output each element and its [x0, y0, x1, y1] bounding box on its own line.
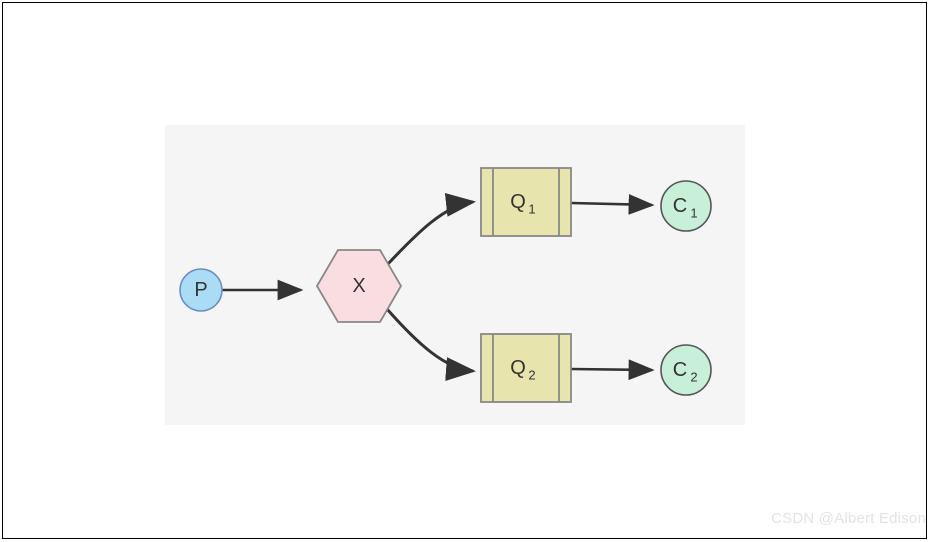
- flowchart-svg: P X Q 1: [179, 167, 712, 403]
- node-queue-1[interactable]: Q 1: [480, 167, 572, 237]
- csdn-watermark: CSDN @Albert Edison: [771, 510, 926, 527]
- exchange-label: X: [352, 275, 365, 297]
- edge-exchange-to-queue-1: [385, 192, 476, 267]
- consumer-2-circle: [660, 344, 712, 396]
- queue-2-label: Q: [510, 357, 526, 379]
- consumer-2-label: C: [673, 359, 687, 381]
- consumer-1-label: C: [673, 195, 687, 217]
- consumer-1-circle: [660, 180, 712, 232]
- node-exchange-x[interactable]: X: [315, 249, 403, 323]
- exchange-hexagon: [315, 249, 403, 323]
- queue-1-sublabel: 1: [528, 202, 535, 217]
- queue-2-box: [480, 333, 572, 403]
- edge-layer: [222, 192, 655, 382]
- consumer-1-sublabel: 1: [690, 206, 697, 221]
- edge-queue-1-to-consumer-1: [570, 194, 655, 215]
- consumer-2-sublabel: 2: [690, 370, 697, 385]
- node-queue-2[interactable]: Q 2: [480, 333, 572, 403]
- node-producer-p[interactable]: P: [179, 268, 223, 312]
- node-consumer-2[interactable]: C 2: [660, 344, 712, 396]
- node-consumer-1[interactable]: C 1: [660, 180, 712, 232]
- queue-1-box: [480, 167, 572, 237]
- queue-1-label: Q: [510, 191, 526, 213]
- queue-2-sublabel: 2: [528, 368, 535, 383]
- node-layer: P X Q 1: [179, 167, 712, 403]
- producer-circle: [179, 268, 223, 312]
- producer-label: P: [194, 279, 207, 301]
- edge-queue-2-to-consumer-2: [570, 359, 655, 381]
- diagram-panel: P X Q 1: [165, 125, 745, 425]
- edge-exchange-to-queue-2: [385, 308, 476, 382]
